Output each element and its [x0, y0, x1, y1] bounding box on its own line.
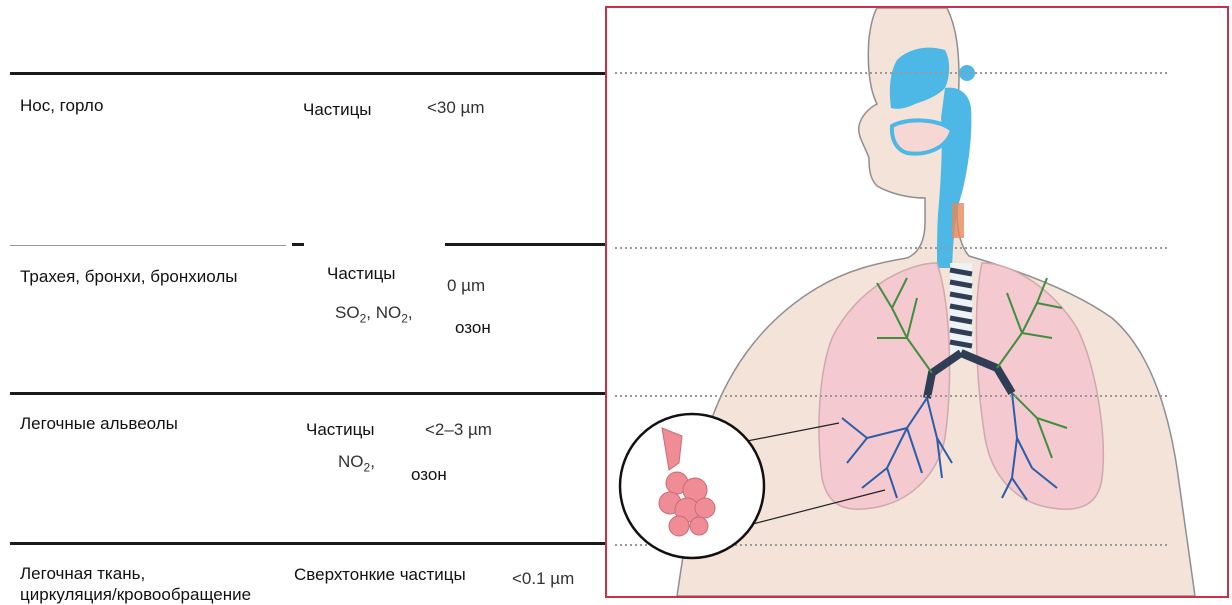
particles-label-1: Частицы: [303, 100, 372, 120]
respiratory-illustration: [605, 6, 1229, 598]
separator-line-3: [10, 392, 606, 395]
region-alveoli: Легочные альвеолы: [20, 414, 178, 434]
particle-size-2: 0 µm: [447, 276, 485, 296]
gases-row-2: SO2, NO2,: [335, 303, 413, 325]
region-trachea-bronchi: Трахея, бронхи, бронхиолы: [20, 267, 237, 287]
separator-line-1: [10, 72, 606, 75]
larynx-highlight: [952, 203, 964, 238]
separator-line-4: [10, 542, 606, 545]
particle-size-3: <2–3 µm: [425, 420, 492, 440]
particles-label-3: Частицы: [306, 420, 375, 440]
gases-row-3: NO2,: [338, 452, 375, 474]
particles-label-2: Частицы: [327, 264, 396, 284]
particle-size-4: <0.1 µm: [512, 569, 574, 589]
particle-size-1: <30 µm: [427, 98, 485, 118]
region-lung-tissue: Легочная ткань,: [20, 564, 145, 584]
separator-line-2a: [10, 245, 286, 246]
separator-line-2c: [445, 243, 606, 246]
separator-line-2b: [292, 243, 304, 246]
ultrafine-particles-label: Сверхтонкие частицы: [294, 565, 466, 585]
region-nose-throat: Нос, горло: [20, 96, 103, 116]
human-torso-illustration: [607, 8, 1227, 596]
ozone-label-2: озон: [455, 318, 491, 338]
region-circulation: циркуляция/кровообращение: [20, 585, 251, 605]
ozone-label-3: озон: [411, 465, 447, 485]
alveoli-zoom-icon: [620, 414, 764, 558]
